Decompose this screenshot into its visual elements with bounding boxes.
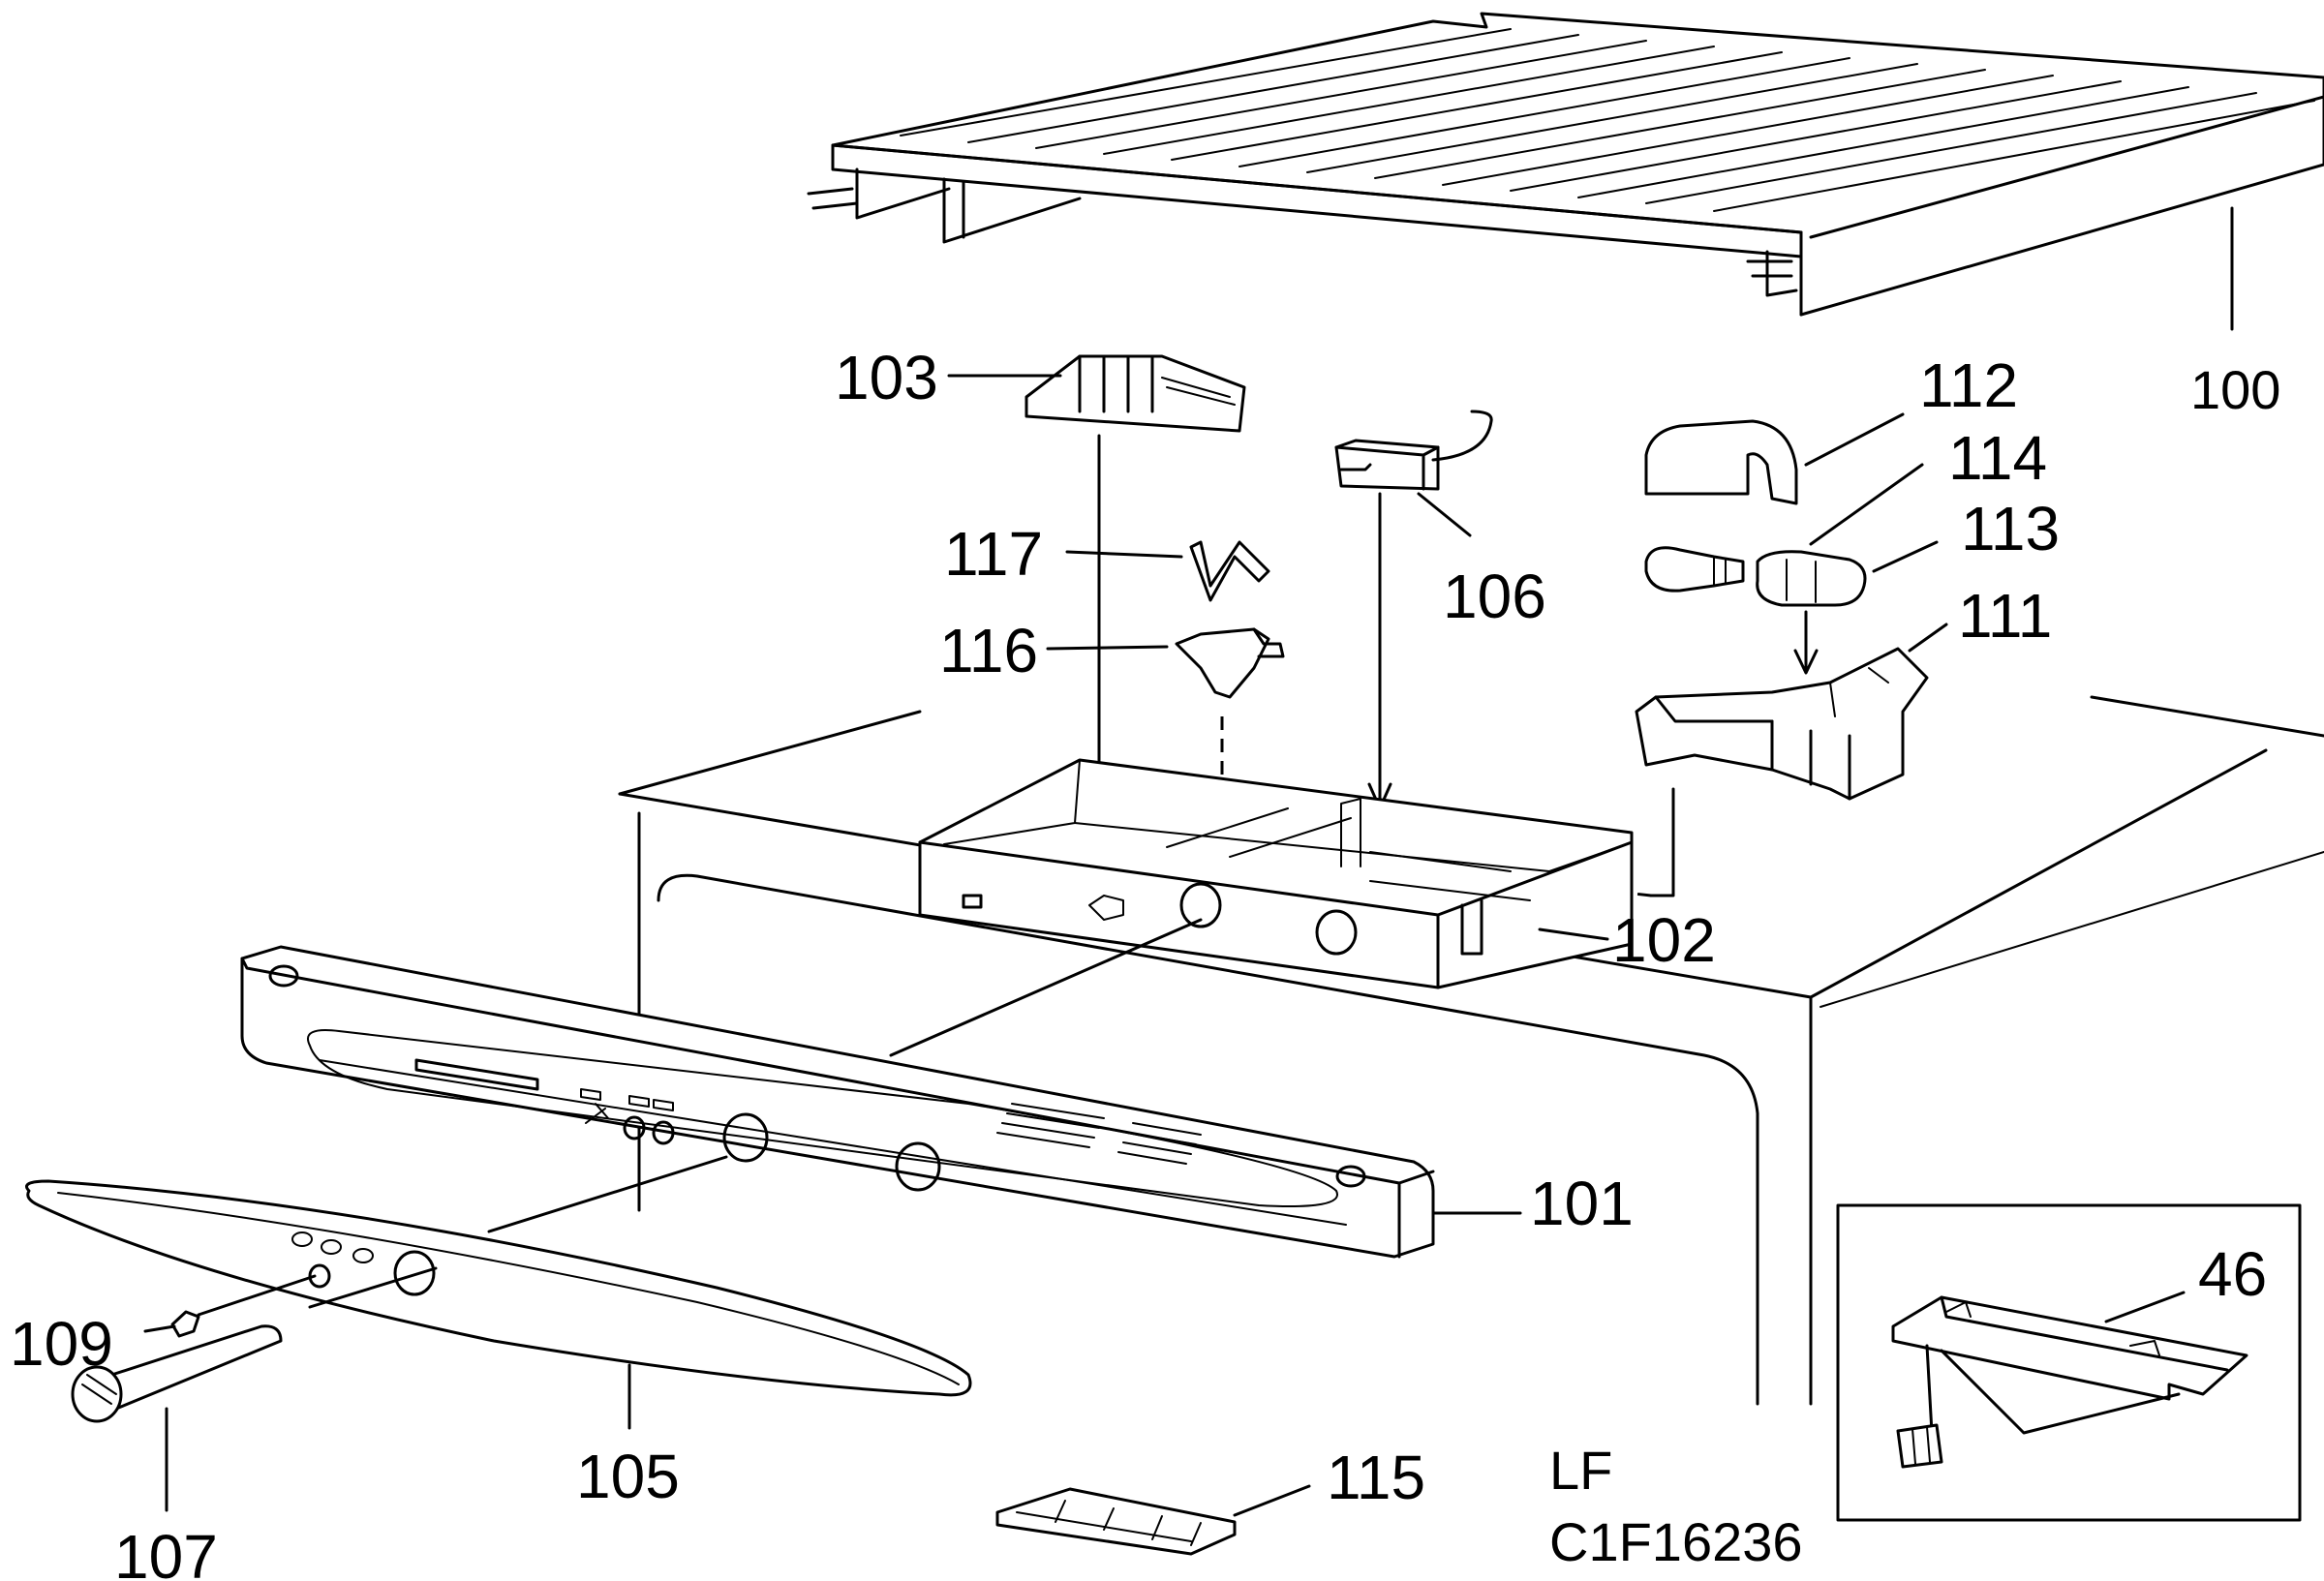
assembly-line-111 (1649, 787, 1675, 897)
leader-line-114 (1809, 463, 1924, 546)
variant-label: LF (1549, 1440, 1612, 1501)
leader-line-106 (1417, 492, 1472, 537)
label-116: 116 (939, 616, 1038, 685)
control-panel-part (240, 945, 1435, 1259)
shelf-support-part (1891, 1295, 2248, 1469)
leader-line-115 (1233, 1484, 1311, 1517)
alignment-line-105b (308, 1266, 438, 1309)
front-trim-part (25, 1179, 972, 1397)
label-106: 106 (1443, 562, 1546, 631)
lamp-housing-part (1635, 647, 1929, 801)
drawing-code: C1F16236 (1549, 1511, 1803, 1572)
label-105: 105 (576, 1442, 680, 1511)
control-housing-part (918, 758, 1634, 989)
assembly-arrow-113 (1793, 610, 1819, 675)
label-112: 112 (1919, 350, 2018, 420)
label-113: 113 (1961, 494, 2060, 563)
label-100: 100 (2190, 359, 2280, 420)
shelf-part (807, 12, 2324, 317)
lamp-cover-part (1644, 419, 1798, 505)
leader-line-109 (143, 1324, 176, 1333)
lamp-holder-part (1756, 550, 1867, 607)
assembly-arrow-106 (1367, 492, 1392, 810)
label-111: 111 (1958, 581, 2052, 651)
label-46: 46 (2198, 1239, 2267, 1309)
connector-block-part (1024, 354, 1246, 433)
indicator-lens-part (170, 1310, 200, 1338)
thermostat-bracket-part (1175, 627, 1285, 699)
alignment-line-105-to-101 (487, 1155, 728, 1233)
label-117: 117 (944, 519, 1043, 589)
label-114: 114 (1948, 423, 2047, 493)
spring-clip-part (1189, 540, 1270, 602)
leader-line-102 (1538, 927, 1609, 941)
label-115: 115 (1327, 1443, 1425, 1512)
knob-shaft-part (71, 1324, 283, 1423)
inset-detail-box: 46 (1836, 1203, 2302, 1522)
leader-line-112 (1804, 412, 1905, 467)
bulb-part (1644, 546, 1745, 593)
label-107: 107 (114, 1522, 218, 1581)
leader-line-117 (1065, 550, 1183, 559)
leader-line-116 (1046, 645, 1169, 651)
cabinet-outline (618, 695, 2324, 1406)
alignment-line-101-to-102 (889, 918, 1203, 1057)
switch-part (1334, 410, 1493, 491)
label-101: 101 (1530, 1169, 1634, 1238)
label-103: 103 (835, 343, 938, 412)
alignment-line-109 (197, 1274, 317, 1317)
leader-line-113 (1872, 540, 1939, 573)
label-102: 102 (1612, 905, 1716, 975)
filter-grille-part (995, 1487, 1237, 1556)
leader-line-46 (2104, 1291, 2186, 1323)
leader-line-111 (1908, 623, 1948, 653)
